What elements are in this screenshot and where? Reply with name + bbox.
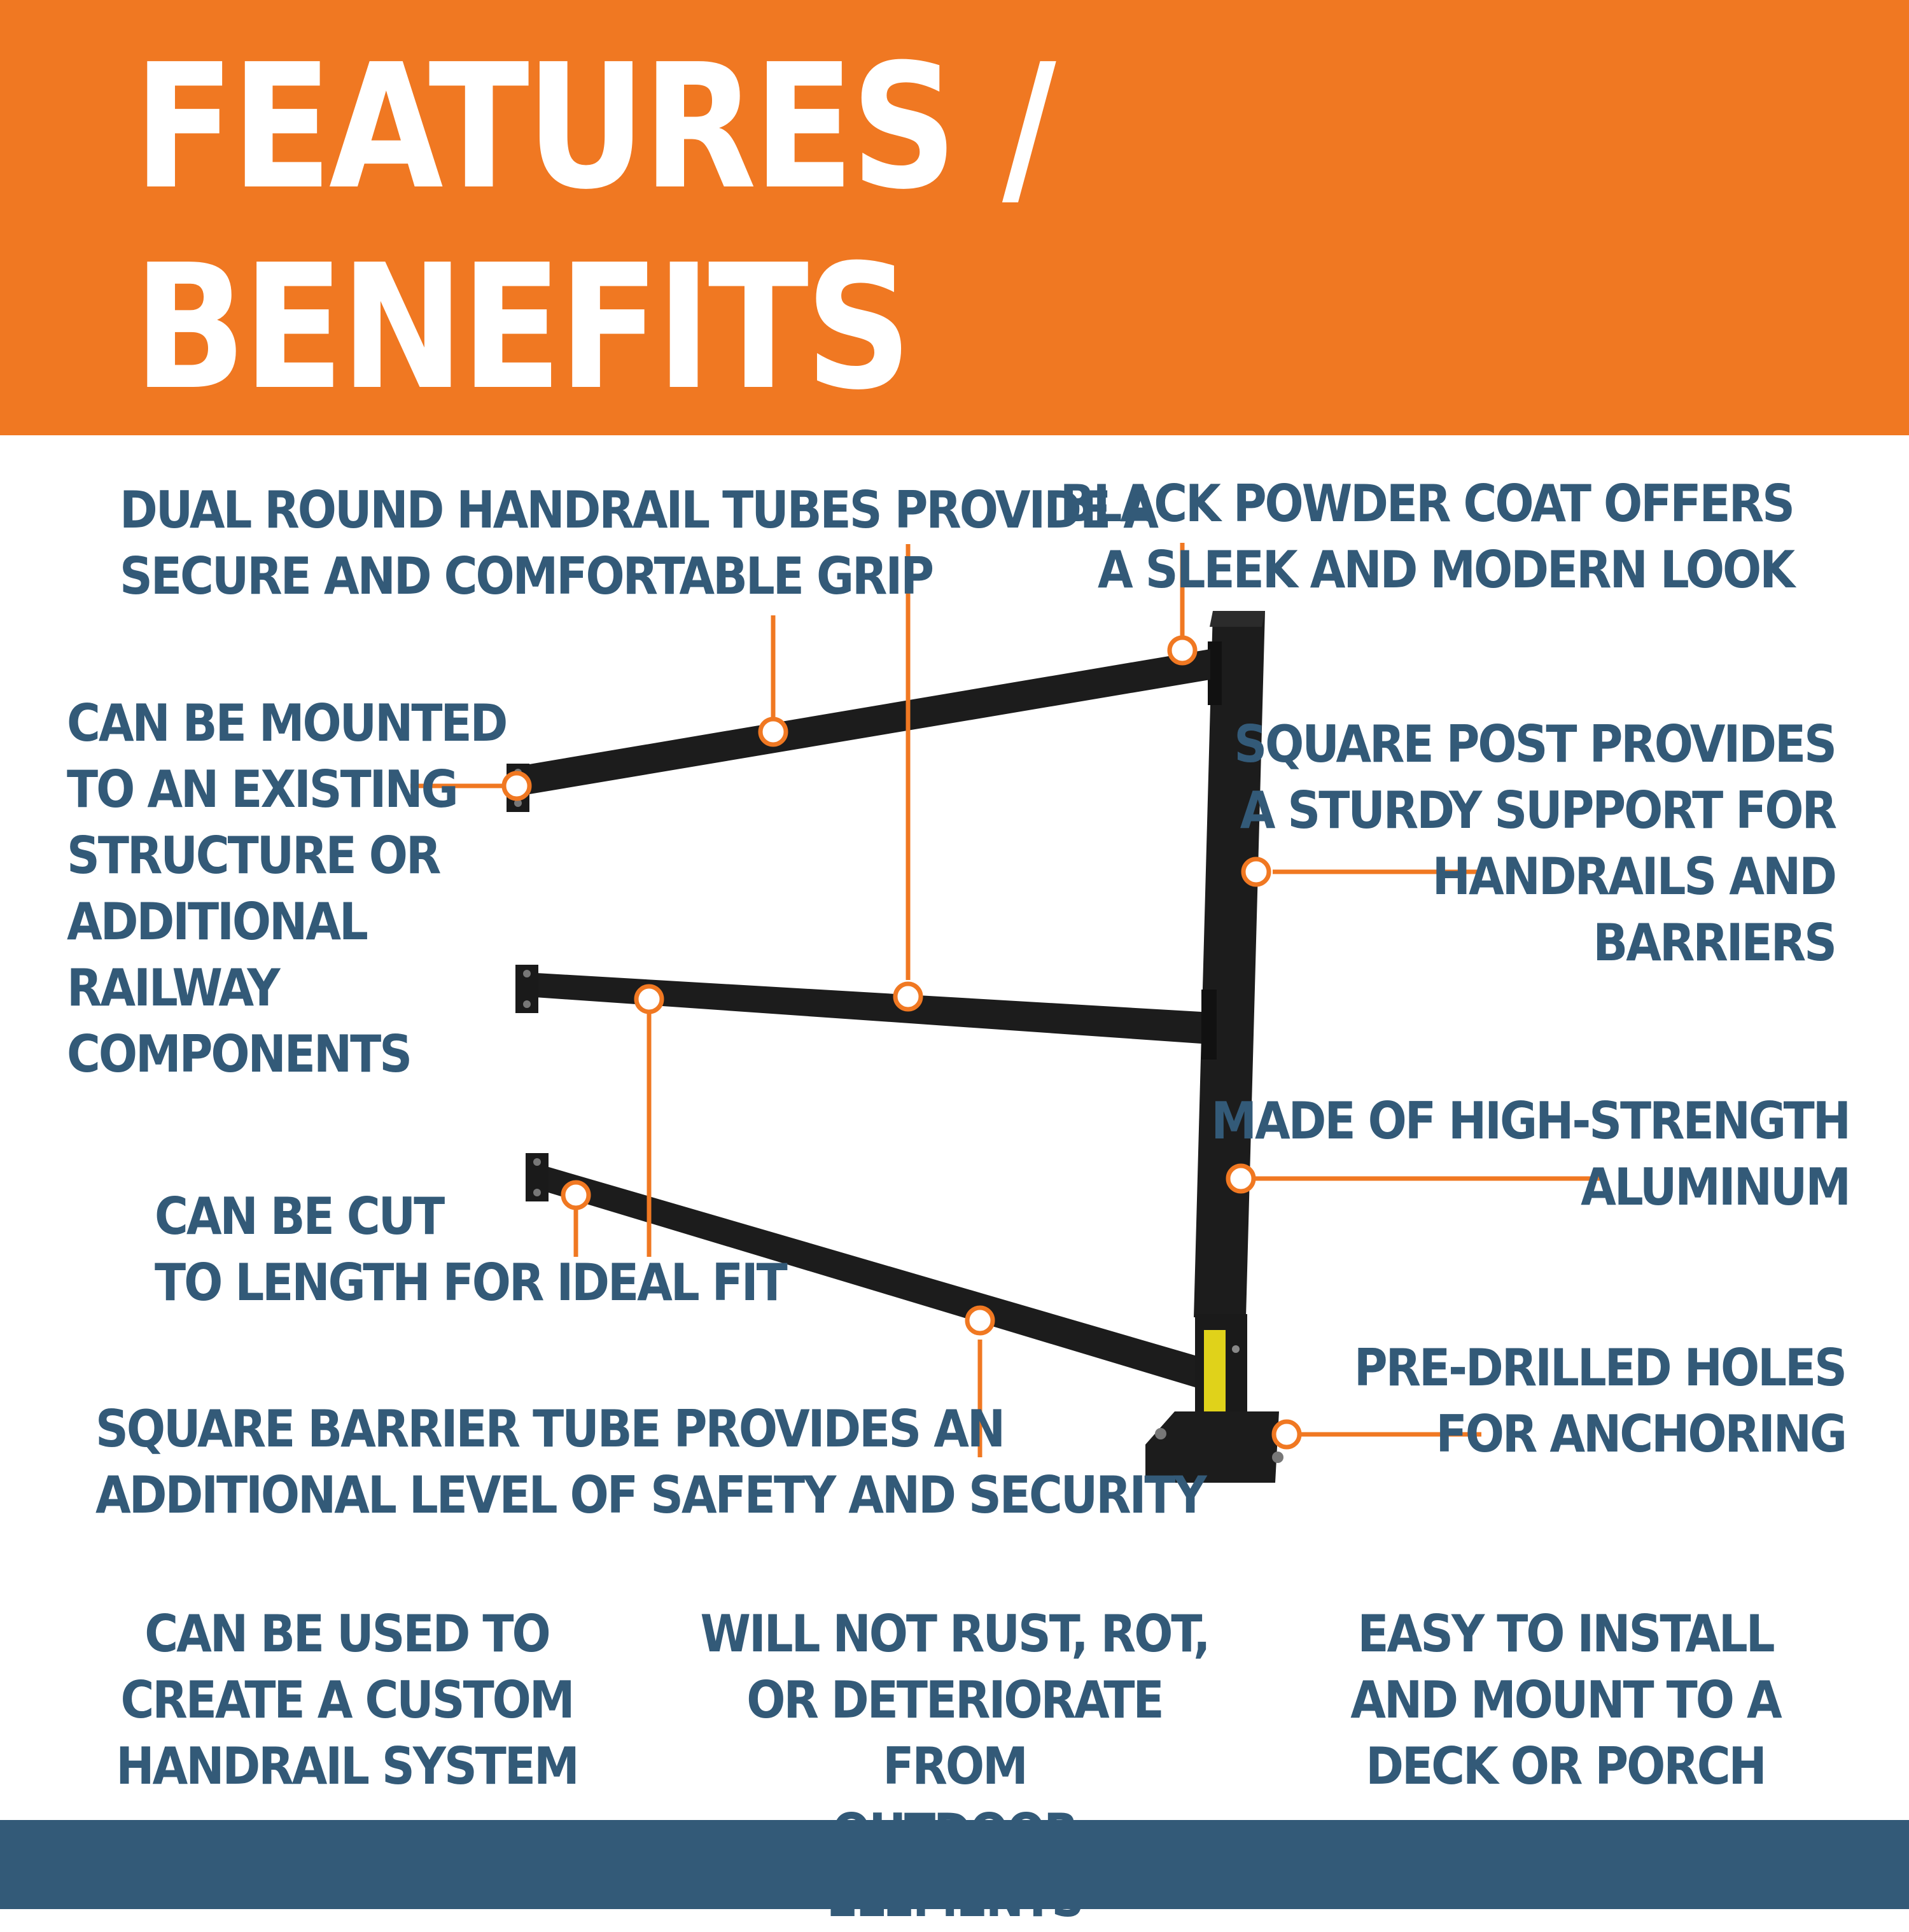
- marker-dot: [893, 981, 923, 1012]
- bottom-barrier-tube: [536, 1163, 1195, 1387]
- sleeve-bolt: [1232, 1345, 1240, 1353]
- marker-dot: [634, 984, 664, 1014]
- middle-handrail-tube: [526, 972, 1201, 1044]
- bracket-hole: [523, 1000, 531, 1008]
- marker-dot: [1271, 1419, 1302, 1450]
- base-hole: [1155, 1428, 1166, 1439]
- top-handrail-tube: [514, 649, 1210, 797]
- bracket-hole: [533, 1158, 541, 1166]
- callout-powder-coat: BLACK POWDER COAT OFFERS A SLEEK AND MOD…: [1059, 474, 1795, 599]
- marker-dot: [501, 771, 532, 801]
- callout-barrier-tube: SQUARE BARRIER TUBE PROVIDES AN ADDITION…: [95, 1399, 1207, 1525]
- bracket-hole: [514, 799, 522, 807]
- callout-predrilled: PRE-DRILLED HOLES FOR ANCHORING: [1353, 1338, 1847, 1464]
- base-plate: [1145, 1411, 1279, 1483]
- callout-markers: [501, 635, 1302, 1450]
- marker-dot: [1241, 857, 1271, 887]
- benefit-custom-system: CAN BE USED TO CREATE A CUSTOM HANDRAIL …: [116, 1604, 579, 1796]
- marker-dot: [758, 717, 788, 747]
- page-title: FEATURES / BENEFITS: [134, 27, 1056, 428]
- callout-dual-tubes: DUAL ROUND HANDRAIL TUBES PROVIDE A SECU…: [120, 480, 1159, 606]
- marker-dot: [1226, 1163, 1256, 1194]
- callout-aluminum: MADE OF HIGH-STRENGTH ALUMINUM: [1211, 1091, 1851, 1217]
- marker-dot: [965, 1305, 995, 1336]
- callout-square-post: SQUARE POST PROVIDES A STURDY SUPPORT FO…: [1234, 715, 1837, 972]
- base-hole: [1272, 1452, 1283, 1463]
- header-banner: [0, 0, 1909, 435]
- post-bracket-top: [1208, 641, 1222, 705]
- post-bracket-mid: [1201, 990, 1217, 1060]
- leader-lines: [410, 543, 1604, 1457]
- marker-dot: [561, 1180, 591, 1210]
- post-top-cap: [1210, 611, 1265, 627]
- callout-cut-length: CAN BE CUT TO LENGTH FOR IDEAL FIT: [155, 1187, 788, 1312]
- benefit-easy-install: EASY TO INSTALL AND MOUNT TO A DECK OR P…: [1350, 1604, 1782, 1796]
- bracket-hole: [533, 1189, 541, 1196]
- square-post: [1194, 611, 1265, 1317]
- footer-bar: [0, 1820, 1909, 1909]
- marker-dot: [1167, 635, 1198, 666]
- callout-mounted: CAN BE MOUNTED TO AN EXISTING STRUCTURE …: [67, 694, 508, 1084]
- bracket-hole: [523, 970, 531, 977]
